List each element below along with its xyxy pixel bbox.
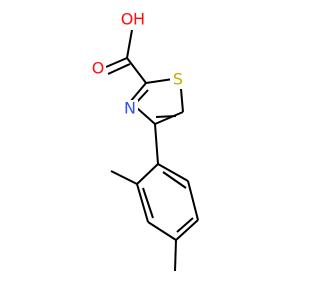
atom-labels-group: O H O S N	[90, 10, 186, 118]
bond-phenyl-inner-a	[142, 187, 154, 219]
bond-phenyl-1-2	[136, 163, 159, 185]
bond-phenyl-6-1	[157, 163, 189, 182]
bond-c5-c4-a	[154, 111, 184, 125]
bond-carboxyl-carbonyl-double-a	[105, 57, 128, 68]
bond-phenyl-3-4	[147, 221, 177, 241]
bond-c2-to-s	[145, 78, 174, 84]
bond-ortho-methyl	[110, 170, 138, 185]
bond-oh-to-carboxyl-carbon	[126, 29, 133, 59]
bond-c5-c4-b	[155, 115, 177, 118]
molecule-structure-canvas: O H O S N	[90, 10, 199, 272]
atom-label-ring-s: S	[173, 70, 183, 89]
bond-phenyl-inner-c	[162, 171, 187, 189]
bond-carboxyl-carbonyl-double-b	[107, 63, 131, 75]
bond-phenyl-inner-b	[176, 217, 194, 233]
bonds-group	[105, 29, 199, 272]
bond-phenyl-2-3	[136, 183, 149, 223]
atom-label-carbonyl-o: O	[92, 59, 105, 78]
bond-carboxyl-to-c2	[126, 57, 147, 84]
atom-label-hydroxyl-h: H	[133, 10, 145, 29]
bond-c4-to-n	[136, 107, 156, 125]
bond-c4-to-phenyl	[154, 123, 159, 165]
bond-phenyl-5-6	[187, 180, 199, 221]
atom-label-ring-n: N	[124, 99, 136, 118]
bond-phenyl-4-5	[175, 219, 199, 241]
atom-label-hydroxyl-o: O	[121, 10, 134, 29]
bond-para-methyl	[174, 239, 177, 272]
bond-s-to-c5	[180, 88, 184, 113]
bond-n-c2-a	[129, 82, 147, 103]
